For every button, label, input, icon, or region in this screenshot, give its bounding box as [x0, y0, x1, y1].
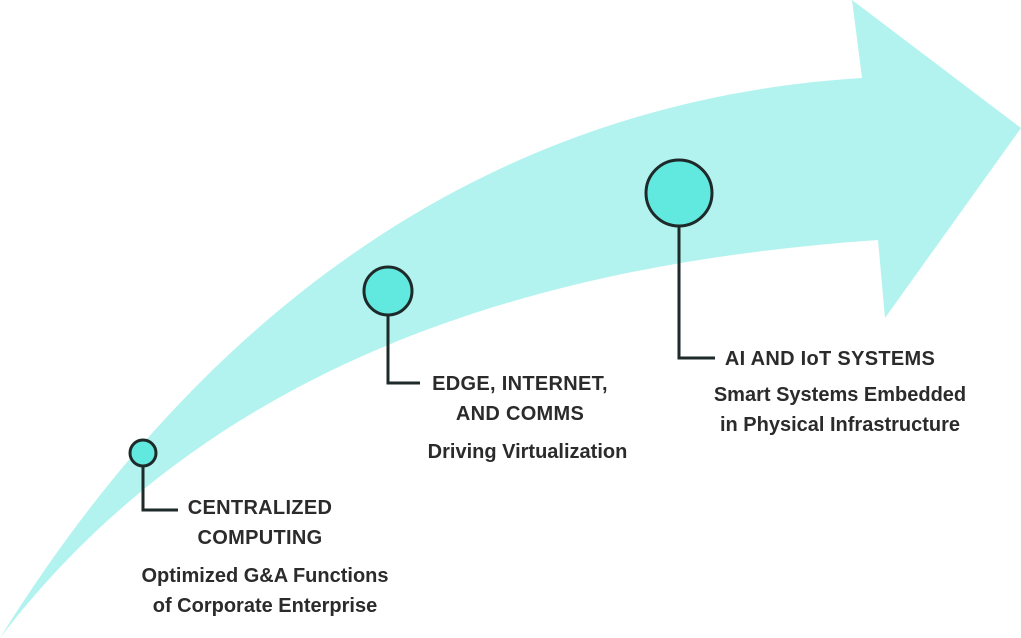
- milestone-node-1: [128, 438, 178, 512]
- connector-line-3: [677, 226, 715, 360]
- connector-line-2: [386, 316, 420, 385]
- milestone-2: EDGE, INTERNET, AND COMMS Driving Virtua…: [395, 369, 660, 467]
- connector-line-1: [141, 466, 178, 512]
- milestone-node-2: [362, 265, 420, 385]
- milestone-1-subtitle: Optimized G&A Functions of Corporate Ent…: [141, 565, 389, 617]
- milestone-3-subtitle: Smart Systems Embedded in Physical Infra…: [713, 384, 967, 436]
- milestone-circle-1: [128, 438, 158, 468]
- milestone-1-title: CENTRALIZED COMPUTING: [187, 497, 333, 549]
- milestone-circle-3: [644, 158, 714, 228]
- milestone-3: AI AND IoT SYSTEMS Smart Systems Embedde…: [675, 344, 1005, 440]
- milestone-node-3: [644, 158, 715, 360]
- milestone-2-title: EDGE, INTERNET, AND COMMS: [432, 373, 608, 425]
- milestone-circle-2: [362, 265, 414, 317]
- milestone-1: CENTRALIZED COMPUTING Optimized G&A Func…: [110, 493, 420, 621]
- milestone-2-subtitle: Driving Virtualization: [427, 441, 628, 463]
- milestone-3-title: AI AND IoT SYSTEMS: [724, 348, 936, 370]
